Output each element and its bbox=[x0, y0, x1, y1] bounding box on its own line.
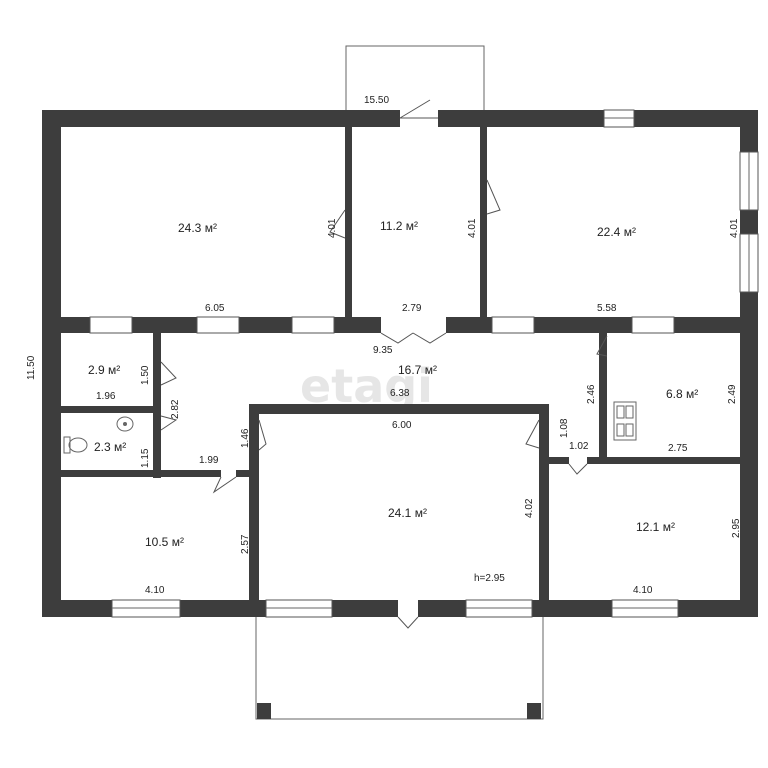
dim-overall-height: 11.50 bbox=[26, 355, 37, 380]
dim-1-46: 1.46 bbox=[240, 428, 251, 448]
dimension-labels: 15.50 11.50 6.05 4.01 4.01 4.01 2.79 5.5… bbox=[26, 95, 742, 596]
dim-5-58: 5.58 bbox=[597, 303, 617, 314]
stove-icon bbox=[613, 401, 637, 441]
room-area-2-9: 2.9 м² bbox=[88, 363, 120, 377]
doors bbox=[160, 99, 608, 629]
dim-4-02: 4.02 bbox=[524, 498, 535, 518]
dim-4-01-c: 4.01 bbox=[729, 218, 740, 238]
room-area-2-3: 2.3 м² bbox=[94, 440, 126, 454]
room-area-12-1: 12.1 м² bbox=[636, 520, 675, 534]
dim-1-08: 1.08 bbox=[559, 418, 570, 438]
room-area-11-2: 11.2 м² bbox=[380, 219, 418, 233]
dim-2-57: 2.57 bbox=[240, 534, 251, 554]
room-area-24-1: 24.1 м² bbox=[388, 506, 427, 520]
fixtures bbox=[63, 401, 637, 454]
dim-overall-width: 15.50 bbox=[364, 95, 389, 106]
dim-6-00: 6.00 bbox=[392, 420, 412, 431]
dim-1-99: 1.99 bbox=[199, 455, 219, 466]
dim-6-05: 6.05 bbox=[205, 303, 225, 314]
room-area-6-8: 6.8 м² bbox=[666, 387, 698, 401]
bottom-porch bbox=[255, 612, 544, 720]
dim-9-35: 9.35 bbox=[373, 345, 393, 356]
dim-1-15: 1.15 bbox=[140, 448, 151, 468]
dim-4-01-a: 4.01 bbox=[327, 218, 338, 238]
room-area-22-4: 22.4 м² bbox=[597, 225, 636, 239]
ceiling-height: h=2.95 bbox=[474, 573, 505, 584]
sink-icon bbox=[116, 416, 134, 432]
dim-2-82: 2.82 bbox=[170, 399, 181, 419]
dim-2-95: 2.95 bbox=[731, 518, 742, 538]
dim-4-10-b: 4.10 bbox=[633, 585, 653, 596]
dim-1-02: 1.02 bbox=[569, 441, 589, 452]
dim-1-96: 1.96 bbox=[96, 391, 116, 402]
top-porch bbox=[345, 45, 485, 110]
room-area-10-5: 10.5 м² bbox=[145, 535, 184, 549]
dim-2-79: 2.79 bbox=[402, 303, 422, 314]
dim-2-49: 2.49 bbox=[727, 384, 738, 404]
toilet-icon bbox=[63, 436, 88, 454]
dim-6-38: 6.38 bbox=[390, 388, 410, 399]
dim-1-50: 1.50 bbox=[140, 365, 151, 385]
dim-4-01-b: 4.01 bbox=[467, 218, 478, 238]
windows bbox=[89, 109, 759, 618]
room-area-16-7: 16.7 м² bbox=[398, 363, 437, 377]
dim-2-75: 2.75 bbox=[668, 443, 688, 454]
room-labels: 24.3 м² 11.2 м² 22.4 м² 2.9 м² 16.7 м² 6… bbox=[88, 219, 698, 549]
dim-4-10-a: 4.10 bbox=[145, 585, 165, 596]
room-area-24-3: 24.3 м² bbox=[178, 221, 217, 235]
dim-2-46: 2.46 bbox=[586, 384, 597, 404]
